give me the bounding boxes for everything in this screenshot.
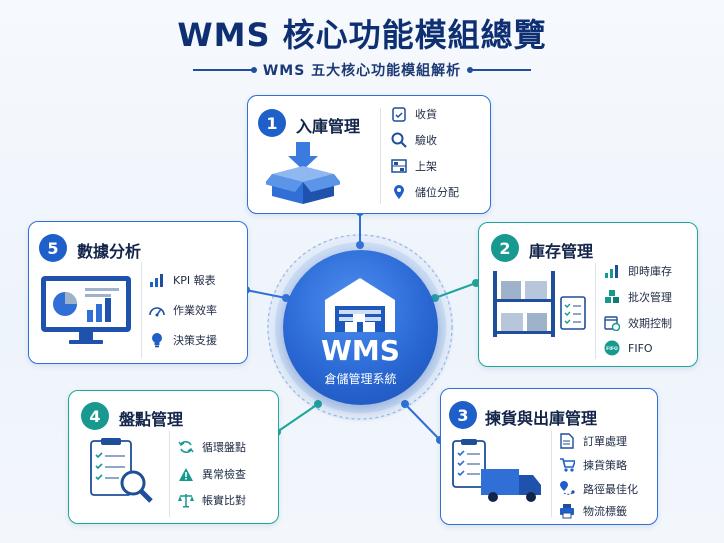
connector-4: [276, 403, 319, 433]
item-cycle-count: 循環盤點: [178, 439, 246, 455]
monitor-dashboard-icon: [41, 276, 131, 344]
module-card-inventory[interactable]: 2 庫存管理 即時庫存 批次管理 效期控制 FIFO FIFO: [478, 222, 698, 367]
page-subtitle: WMS 五大核心功能模組解析: [262, 63, 462, 79]
shelf-with-boxes-icon: [493, 271, 586, 337]
item-fifo: FIFO FIFO: [604, 340, 653, 356]
module-title: 入庫管理: [296, 117, 361, 136]
item-kpi-report: KPI 報表: [149, 272, 216, 288]
module-card-analytics[interactable]: 5 數據分析 KPI 報表 作業效率 決策支援: [28, 221, 248, 364]
item-efficiency: 作業效率: [149, 302, 217, 318]
item-location-assign: 儲位分配: [391, 184, 459, 200]
center-label: WMS: [321, 334, 400, 367]
divider: [551, 431, 552, 517]
item-shipping-label: 物流標籤: [559, 503, 627, 519]
item-exception-check: 異常檢查: [178, 466, 246, 482]
clipboard-magnifier-icon: [90, 438, 153, 503]
balance-scale-icon: [178, 492, 194, 508]
divider: [380, 108, 381, 204]
subtitle-row: WMS 五大核心功能模組解析: [0, 60, 724, 80]
item-reconciliation: 帳實比對: [178, 492, 246, 508]
warehouse-icon: [325, 278, 395, 332]
item-inspection: 驗收: [391, 132, 437, 148]
item-receiving: 收貨: [391, 106, 437, 122]
cart-icon: [559, 457, 575, 473]
item-putaway: 上架: [391, 158, 437, 174]
module-number: 2: [491, 234, 519, 262]
cubes-icon: [604, 289, 620, 305]
item-decision-support: 決策支援: [149, 332, 217, 348]
fifo-badge-icon: FIFO: [604, 340, 620, 356]
item-picking-strategy: 揀貨策略: [559, 457, 627, 473]
module-number: 3: [449, 401, 477, 429]
document-icon: [559, 433, 575, 449]
wms-center-hub: [283, 250, 438, 405]
module-number: 5: [39, 234, 67, 262]
module-title: 盤點管理: [119, 410, 184, 429]
module-card-inbound[interactable]: 1 入庫管理 收貨 驗收 上架 儲位分配: [247, 95, 491, 214]
search-icon: [391, 132, 407, 148]
module-title: 揀貨與出庫管理: [485, 409, 598, 428]
location-pin-icon: [391, 184, 407, 200]
clipboard-check-icon: [391, 106, 407, 122]
module-card-stocktaking[interactable]: 4 盤點管理 循環盤點 異常檢查 帳實比對: [68, 390, 279, 524]
module-number: 1: [258, 109, 286, 137]
route-pin-icon: [559, 481, 575, 497]
bar-chart-icon: [604, 263, 620, 279]
connector-3: [404, 403, 441, 441]
divider: [169, 431, 170, 517]
divider: [595, 263, 596, 359]
connector-1-dot-b: [356, 241, 364, 249]
module-card-picking-outbound[interactable]: 3 揀貨與出庫管理 訂單處理 揀貨策略 路徑最佳化 物流標籤: [440, 388, 658, 525]
clipboard-truck-icon: [452, 439, 541, 502]
center-sublabel: 倉儲管理系統: [324, 372, 397, 386]
module-title: 庫存管理: [529, 242, 594, 261]
item-batch: 批次管理: [604, 289, 672, 305]
warning-icon: [178, 466, 194, 482]
connector-5: [245, 289, 287, 299]
calendar-clock-icon: [604, 315, 620, 331]
item-expiry: 效期控制: [604, 315, 672, 331]
svg-text:FIFO: FIFO: [606, 346, 618, 352]
item-order-processing: 訂單處理: [559, 433, 627, 449]
module-number: 4: [81, 402, 109, 430]
item-realtime-stock: 即時庫存: [604, 263, 672, 279]
subtitle-left-rule: [192, 67, 257, 73]
cycle-arrows-icon: [178, 439, 194, 455]
connector-4-dot-a: [314, 400, 322, 408]
bar-chart-icon: [149, 272, 165, 288]
connector-2: [434, 282, 477, 299]
lightbulb-icon: [149, 332, 165, 348]
page-title: WMS 核心功能模組總覽: [177, 16, 547, 54]
connector-3-dot-a: [401, 400, 409, 408]
open-box-icon: [266, 142, 340, 204]
speedometer-icon: [149, 302, 165, 318]
module-title: 數據分析: [77, 242, 142, 261]
divider: [141, 262, 142, 358]
subtitle-right-rule: [467, 67, 532, 73]
shelf-icon: [391, 158, 407, 174]
printer-icon: [559, 503, 575, 519]
item-route-optimization: 路徑最佳化: [559, 481, 638, 497]
